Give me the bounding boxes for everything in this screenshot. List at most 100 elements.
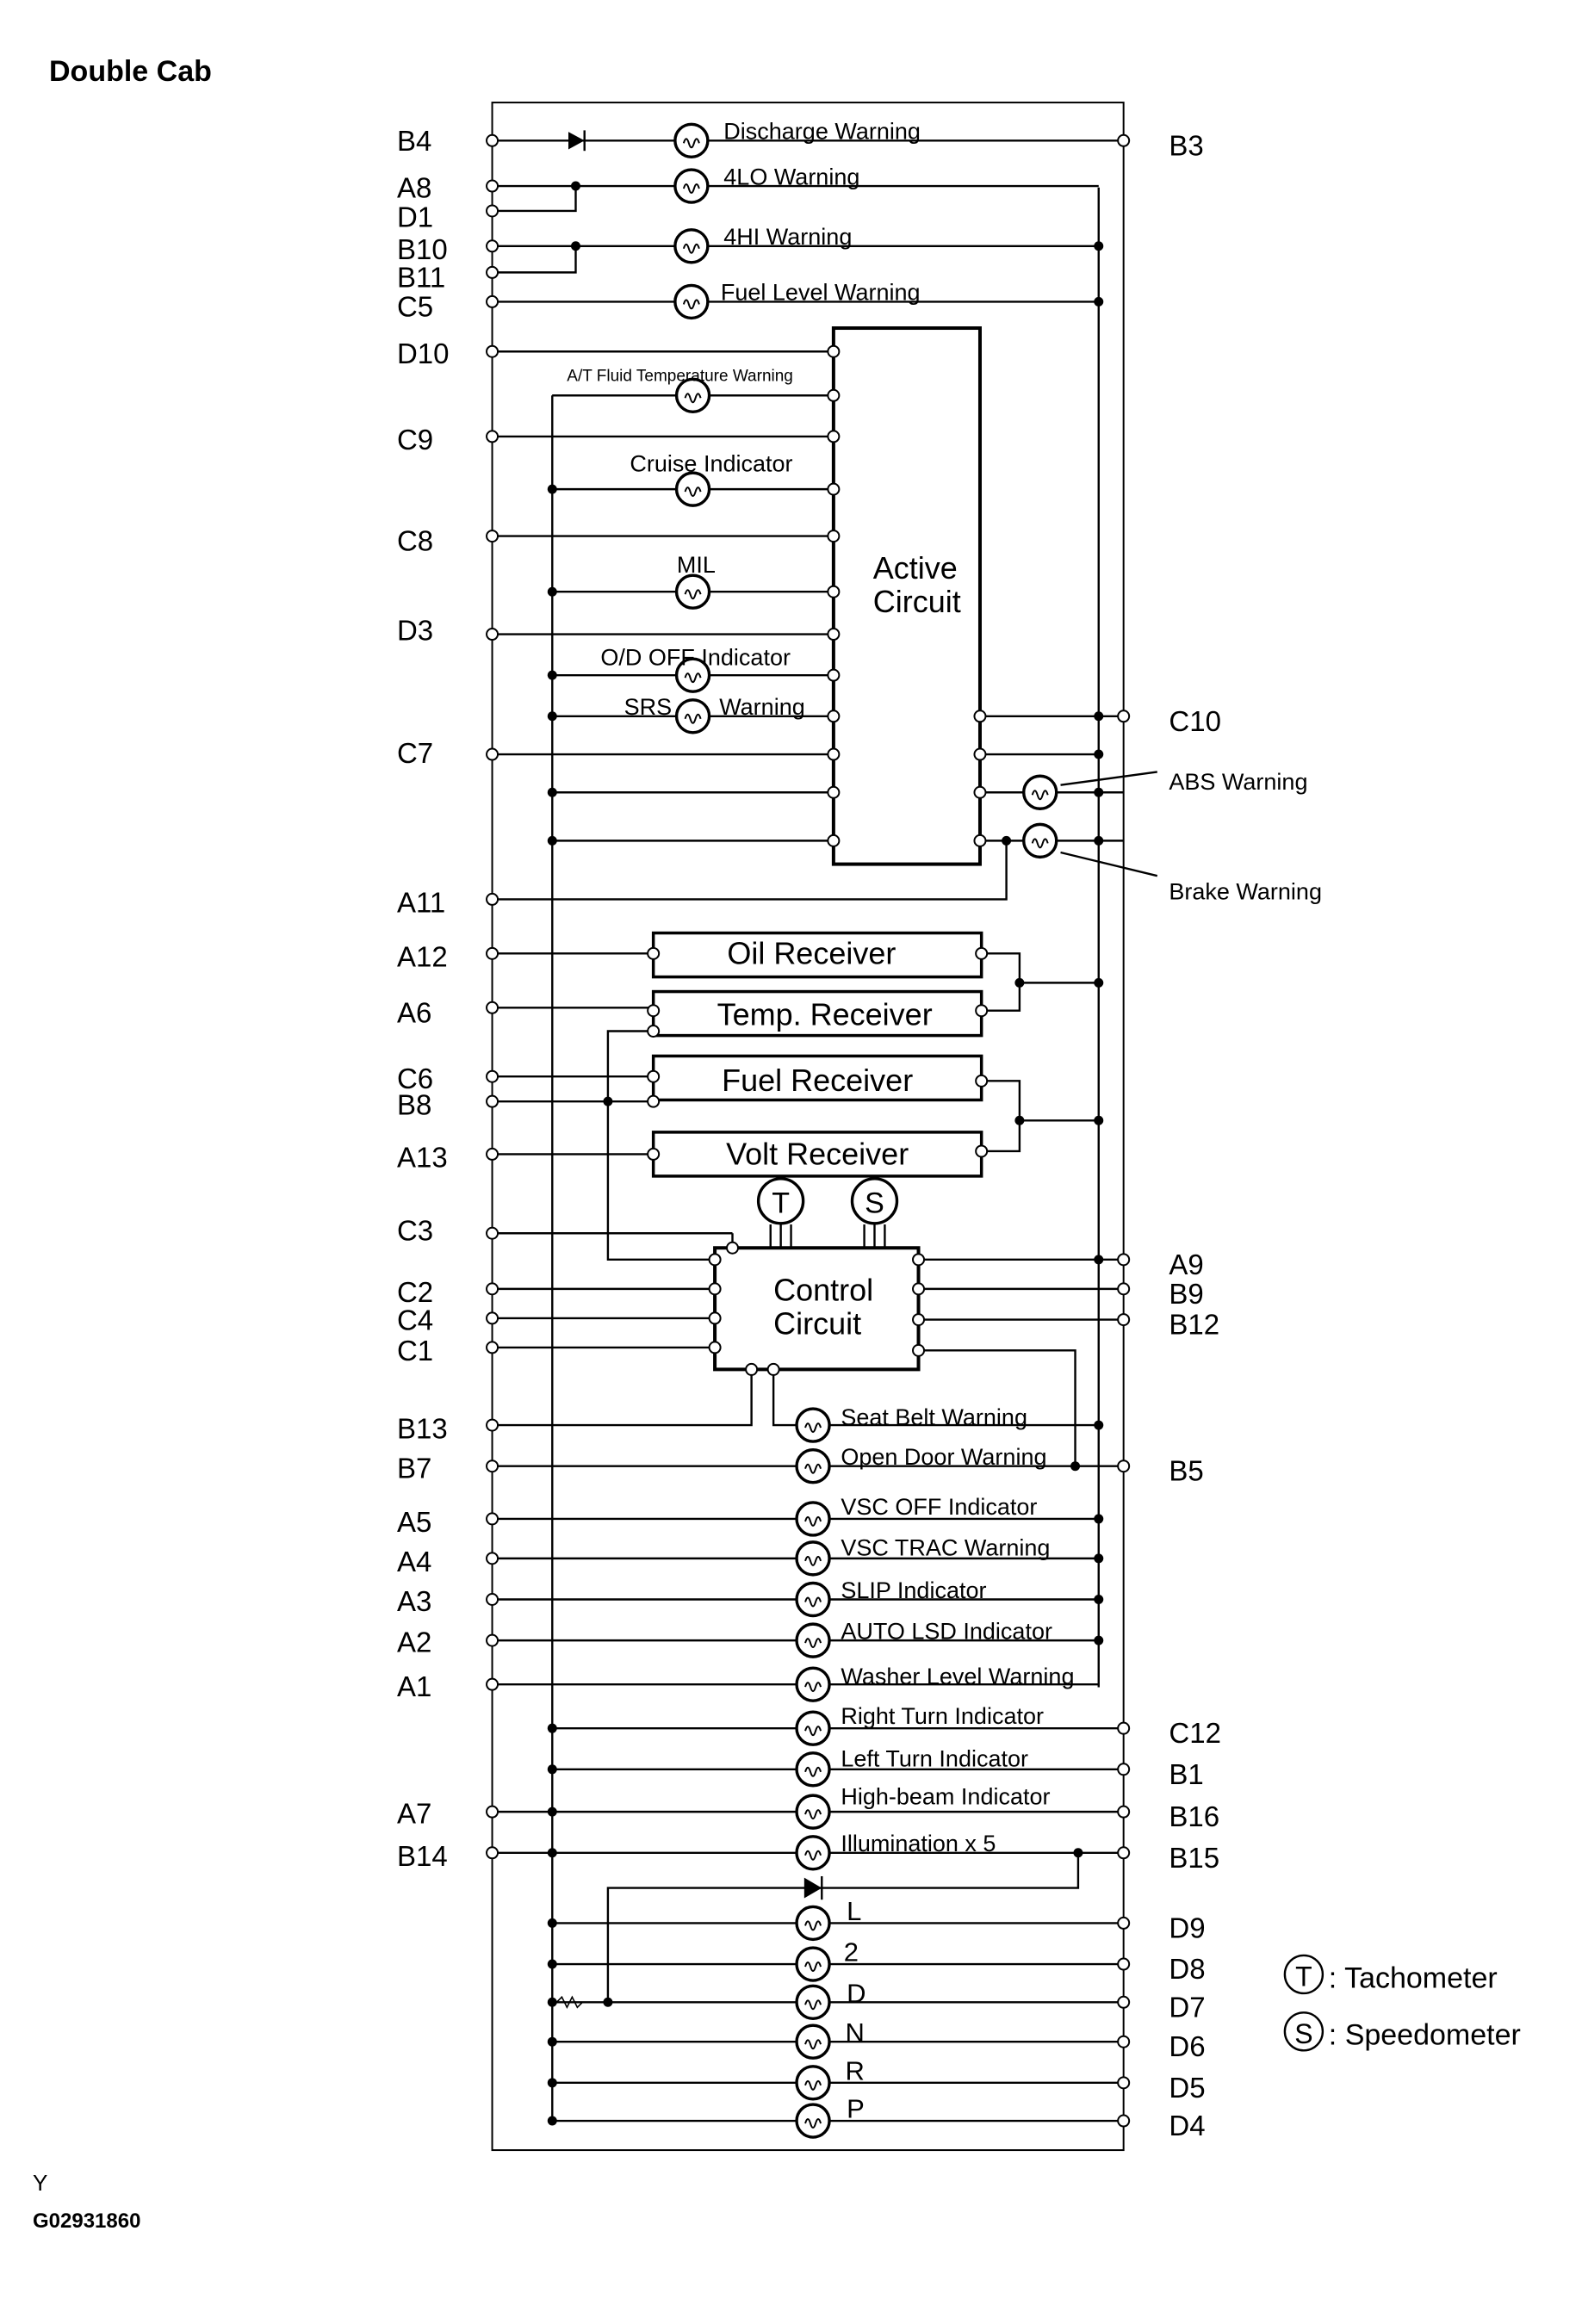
terminal-pin — [975, 1144, 989, 1158]
legend-speedometer-icon — [1283, 2011, 1325, 2052]
junction-dot — [1094, 835, 1104, 846]
junction-dot — [1094, 1514, 1104, 1524]
terminal-pin — [486, 747, 499, 761]
wire — [981, 952, 1021, 1012]
terminal-pin — [708, 1253, 722, 1267]
lamp-label-right-turn-indicator: Right Turn Indicator — [841, 1703, 1044, 1729]
junction-dot — [603, 1096, 613, 1106]
wire — [606, 1030, 716, 1261]
lamp-filament — [682, 243, 700, 254]
lamp-bulb — [795, 1407, 831, 1443]
lamp-label-brake-warning: Brake Warning — [1169, 878, 1322, 904]
junction-dot — [547, 1997, 557, 2007]
lamp-label-high-beam-indicator: High-beam Indicator — [841, 1784, 1050, 1810]
terminal-pin — [912, 1313, 926, 1327]
terminal-pin — [1117, 1253, 1131, 1267]
control-circuit-label: Control — [773, 1272, 873, 1307]
terminal-pin — [827, 585, 841, 598]
junction-dot — [547, 787, 557, 797]
pin-label-a6: A6 — [397, 996, 431, 1028]
lamp-filament — [804, 1850, 822, 1861]
junction-dot — [547, 670, 557, 680]
terminal-pin — [647, 1025, 661, 1038]
terminal-pin — [486, 1677, 499, 1691]
junction-dot — [570, 241, 580, 251]
lamp-4lo-icon — [673, 168, 710, 204]
lamp-slip-icon — [795, 1581, 831, 1618]
lamp-filament — [804, 1999, 822, 2011]
lamp-filament — [682, 183, 700, 195]
pin-label-b16: B16 — [1169, 1800, 1219, 1832]
junction-dot — [1014, 1115, 1025, 1125]
lamp-bulb — [1022, 774, 1058, 810]
pin-label-c3: C3 — [397, 1215, 433, 1247]
terminal-pin — [486, 430, 499, 443]
lamp-label-vsc-off-indicator: VSC OFF Indicator — [841, 1494, 1037, 1520]
lamp-illumination-icon — [795, 1835, 831, 1871]
lamp-bulb — [673, 168, 710, 204]
junction-dot — [547, 1764, 557, 1775]
pin-label-d4: D4 — [1169, 2110, 1205, 2141]
pin-label-b12: B12 — [1169, 1309, 1219, 1341]
junction-dot — [1014, 977, 1025, 988]
temp-receiver-block — [651, 989, 983, 1038]
terminal-pin — [486, 530, 499, 543]
lamp-bulb — [795, 1794, 831, 1830]
lamp-shift-l-icon — [795, 1905, 831, 1942]
callout-line — [1060, 851, 1158, 877]
terminal-pin — [726, 1241, 739, 1255]
terminal-pin — [827, 710, 841, 723]
terminal-pin — [827, 430, 841, 443]
callout-line — [1060, 771, 1157, 786]
lamp-label-a-t-fluid-temperature-warning: A/T Fluid Temperature Warning — [567, 367, 793, 385]
wire — [492, 840, 1008, 901]
speedometer-label: S — [865, 1187, 884, 1219]
lamp-open-door-icon — [795, 1448, 831, 1484]
lamp-label-left-turn-indicator: Left Turn Indicator — [841, 1745, 1028, 1771]
terminal-pin — [827, 482, 841, 496]
lamp-filament — [804, 1422, 822, 1434]
pin-label-b14: B14 — [397, 1840, 448, 1872]
junction-dot — [547, 586, 557, 597]
terminal-pin — [486, 1069, 499, 1083]
lamp-washer-level-icon — [795, 1666, 831, 1702]
lamp-vsc-off-icon — [795, 1501, 831, 1537]
junction-dot — [547, 711, 557, 722]
wire — [492, 186, 577, 213]
terminal-pin — [486, 1592, 499, 1606]
terminal-pin — [1117, 2035, 1131, 2048]
terminal-pin — [486, 204, 499, 218]
lamp-high-beam-icon — [795, 1794, 831, 1830]
lamp-bulb — [795, 2103, 831, 2139]
terminal-pin — [486, 1459, 499, 1473]
lamp-label-4hi-warning: 4HI Warning — [723, 224, 852, 250]
footer-mark: Y — [33, 2170, 48, 2196]
lamp-filament — [804, 2118, 822, 2129]
lamp-label-vsc-trac-warning: VSC TRAC Warning — [841, 1534, 1050, 1560]
junction-dot — [547, 835, 557, 846]
junction-dot — [570, 181, 580, 191]
lamp-auto-lsd-icon — [795, 1622, 831, 1658]
lamp-filament — [1031, 790, 1049, 801]
terminal-pin — [647, 1069, 661, 1083]
legend-tachometer-text: : Tachometer — [1329, 1961, 1498, 1994]
pin-label-d1: D1 — [397, 201, 433, 233]
lamp-4hi-icon — [673, 228, 710, 264]
diode-icon — [803, 1877, 822, 1899]
lamp-bulb — [674, 471, 711, 507]
lamp-shift-n-icon — [795, 2023, 831, 2060]
terminal-pin — [912, 1343, 926, 1357]
legend-tachometer-icon — [1283, 1954, 1325, 1995]
pin-label-c9: C9 — [397, 424, 433, 456]
junction-dot — [547, 1918, 557, 1928]
lamp-bulb — [795, 1501, 831, 1537]
pin-label-a9: A9 — [1169, 1249, 1203, 1280]
lamp-label-fuel-level-warning: Fuel Level Warning — [721, 280, 921, 306]
junction-dot — [1094, 241, 1104, 251]
lamp-filament — [804, 1920, 822, 1931]
terminal-pin — [1117, 1763, 1131, 1776]
active-circuit-block — [831, 326, 982, 866]
lamp-filament — [684, 393, 702, 404]
terminal-pin — [827, 834, 841, 847]
